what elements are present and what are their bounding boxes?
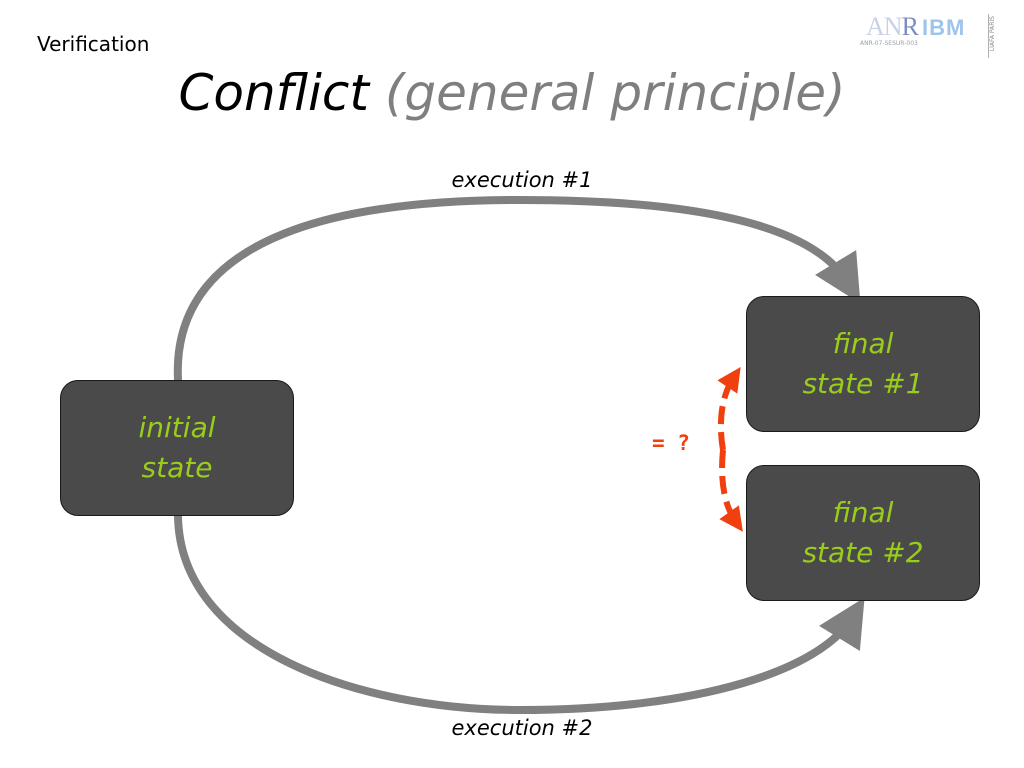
- ibm-logo: IBM: [922, 15, 966, 40]
- final-state-2-line1: final: [832, 496, 894, 529]
- project-code: ANR-07-SESUR-003: [860, 40, 918, 47]
- title-main: Conflict: [178, 64, 369, 122]
- section-label: Verification: [37, 32, 150, 56]
- final-state-2-line2: state #2: [802, 536, 924, 569]
- slide-title: Conflict (general principle): [0, 64, 1024, 122]
- title-subtitle: (general principle): [384, 64, 846, 122]
- final-state-1-line2: state #1: [802, 367, 924, 400]
- anr-logo: ANR: [866, 12, 919, 42]
- initial-state-line2: state: [141, 451, 213, 484]
- anr-logo-prefix: AN: [866, 12, 903, 41]
- final-state-2-box: final state #2: [746, 465, 980, 601]
- compare-arrow-up: [717, 367, 741, 451]
- execution-1-arrow: [173, 195, 861, 384]
- compare-arrow-down: [719, 449, 743, 532]
- execution-2-label: execution #2: [451, 716, 593, 740]
- anr-logo-r: R: [901, 12, 919, 41]
- initial-state-box: initial state: [60, 380, 294, 516]
- comparison-label: = ?: [652, 431, 690, 455]
- final-state-1-line1: final: [832, 327, 894, 360]
- final-state-1-box: final state #1: [746, 296, 980, 432]
- execution-1-label: execution #1: [451, 168, 593, 192]
- logo-divider: [988, 14, 1003, 58]
- execution-2-arrow: [174, 512, 865, 715]
- sponsor-logos: ANR IBM ANR-07-SESUR-003 LIAFA PARIS: [860, 10, 1010, 58]
- initial-state-line1: initial: [138, 411, 216, 444]
